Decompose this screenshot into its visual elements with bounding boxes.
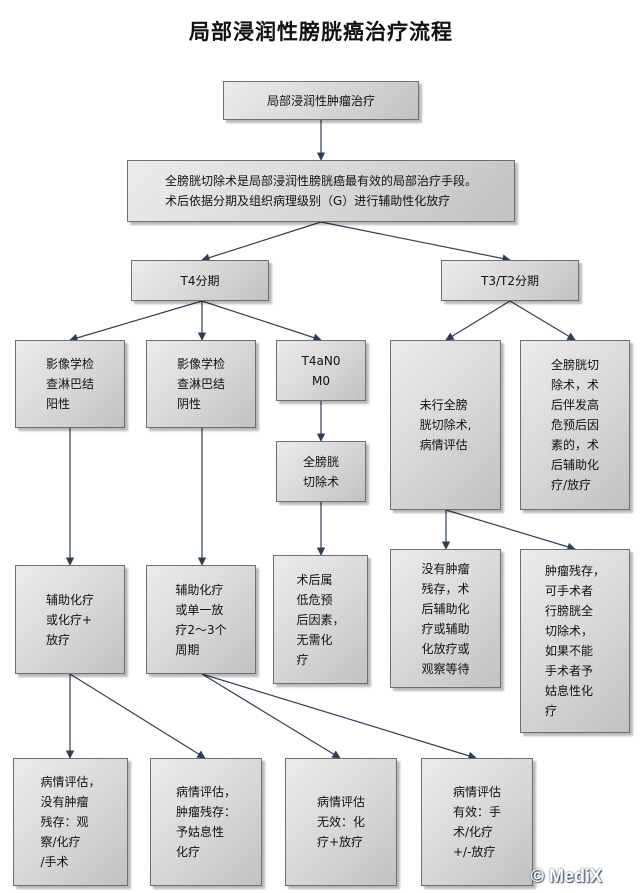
diagram-title: 局部浸润性膀胱癌治疗流程 [189, 20, 453, 44]
node-no-tumor-residual: 没有肿瘤 残存，术 后辅助化 疗或辅助 化放疗或 观察等待 [390, 549, 501, 688]
node-post-high-risk: 全膀胱切 除术，术 后伴发高 危预后因 素的，术 后辅助化 疗/放疗 [520, 340, 630, 510]
node-t3t2: T3/T2分期 [441, 260, 579, 301]
node-eval-residual-text: 病情评估， 肿瘤残存： 予姑息性 化疗 [175, 785, 236, 859]
node-adjuvant-chemo: 辅助化疗 或化疗+ 放疗 [15, 565, 125, 674]
arrow-t4-positive [69, 300, 203, 342]
node-no-cystectomy: 未行全膀 胱切除术, 病情评估 [390, 340, 501, 510]
arrow-t4-t4a [201, 300, 322, 342]
node-eval-no-tumor: 病情评估， 没有肿瘤 残存：观 察/化疗 /手术 [13, 758, 128, 886]
medix-watermark: © MediX [530, 866, 602, 886]
node-tumor-residual-text: 肿瘤残存， 可手术者 行膀胱全 切除术， 如果不能 手术者予 姑息性化 疗 [544, 564, 605, 718]
node-eval-residual: 病情评估， 肿瘤残存： 予姑息性 化疗 [150, 758, 262, 886]
node-eval-no-tumor-text: 病情评估， 没有肿瘤 残存：观 察/化疗 /手术 [40, 775, 101, 869]
arrow-single-eval3 [201, 673, 341, 759]
node-tumor-residual: 肿瘤残存， 可手术者 行膀胱全 切除术， 如果不能 手术者予 姑息性化 疗 [520, 549, 630, 733]
node-total-cystectomy: 全膀胱 切除术 [276, 441, 366, 502]
node-adjuvant-chemo-text: 辅助化疗 或化疗+ 放疗 [45, 592, 94, 647]
arrow-intro-t4 [201, 221, 322, 262]
node-root: 局部浸润性肿瘤治疗 [223, 81, 419, 120]
node-post-high-risk-text: 全膀胱切 除术，术 后伴发高 危预后因 素的，术 后辅助化 疗/放疗 [550, 358, 599, 492]
arrow-adjuvant-eval2 [69, 673, 206, 759]
node-eval-effective: 病情评估 有效：手 术/化疗 +/-放疗 [421, 758, 533, 886]
node-low-risk: 术后属 低危预 后因素， 无需化 疗 [273, 555, 368, 684]
arrow-t3-post [509, 300, 576, 341]
arrow-t3-nocyst [445, 300, 511, 341]
node-low-risk-text: 术后属 低危预 后因素， 无需化 疗 [296, 572, 345, 667]
node-imaging-negative-text: 影像学检 查淋巴结 阴性 [176, 357, 225, 411]
node-cystectomy-intro: 全膀胱切除术是局部浸润性膀胱癌最有效的局部治疗手段。 术后依据分期及组织病理级别… [127, 160, 515, 222]
arrow-nocyst-residual [445, 509, 576, 551]
arrow-intro-t3t2 [320, 221, 511, 263]
node-eval-ineffective-text: 病情评估 无效：化 疗+放疗 [316, 795, 365, 849]
arrow-single-eval4 [201, 673, 477, 760]
node-imaging-positive-text: 影像学检 查淋巴结 阳性 [45, 357, 94, 411]
node-cystectomy-intro-text: 全膀胱切除术是局部浸润性膀胱癌最有效的局部治疗手段。 术后依据分期及组织病理级别… [164, 174, 477, 208]
node-adjuvant-or-single-text: 辅助化疗 或单一放 疗2～3个 周期 [175, 582, 227, 657]
node-imaging-positive: 影像学检 查淋巴结 阳性 [15, 340, 125, 428]
node-imaging-negative: 影像学检 查淋巴结 阴性 [146, 340, 256, 428]
node-eval-ineffective: 病情评估 无效：化 疗+放疗 [285, 758, 397, 886]
node-eval-effective-text: 病情评估 有效：手 术/化疗 +/-放疗 [452, 785, 501, 859]
node-adjuvant-or-single: 辅助化疗 或单一放 疗2～3个 周期 [146, 565, 256, 674]
node-t4an0m0: T4aN0 M0 [276, 340, 366, 401]
node-no-cystectomy-text: 未行全膀 胱切除术, 病情评估 [419, 398, 472, 452]
node-t4: T4分期 [131, 260, 269, 301]
node-no-tumor-residual-text: 没有肿瘤 残存，术 后辅助化 疗或辅助 化放疗或 观察等待 [421, 561, 470, 676]
